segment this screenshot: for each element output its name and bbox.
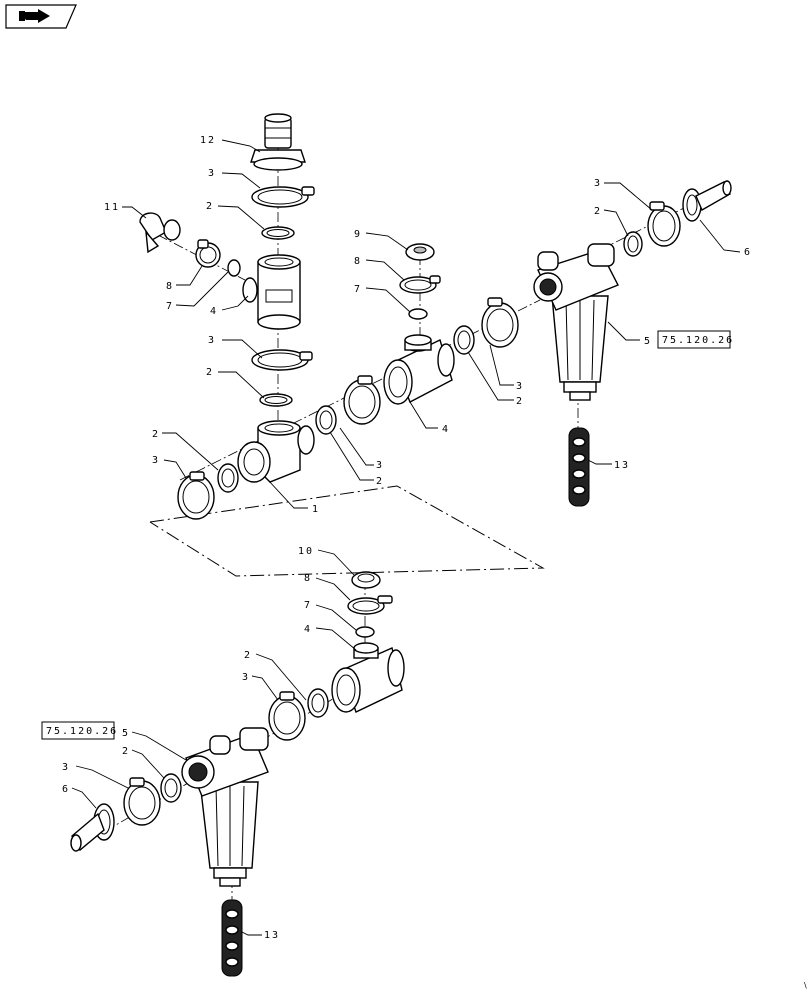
reference-label: 75.120.26 [662,335,734,346]
reference-box-right[interactable]: 75.120.26 [657,330,734,349]
callout-3: 3 [208,335,216,346]
part-4-cross-body-a [242,254,301,330]
callout-2: 2 [206,367,214,378]
part-10-plug [351,571,381,589]
part-7-oring-b [408,308,428,320]
callout-7: 7 [354,284,362,295]
leader-lines [71,139,741,936]
forward-arrow-icon[interactable] [5,4,77,29]
callout-10: 10 [298,546,314,557]
callout-7: 7 [166,301,174,312]
callout-6: 6 [744,247,752,258]
part-8-clamp-a [195,239,221,268]
callout-13: 13 [264,930,280,941]
part-3-clamp-e [481,297,519,348]
part-2-oring-g [307,688,329,718]
part-3-clamp-d [343,375,381,425]
part-3-clamp-a [251,186,315,208]
part-2-oring-b [259,393,293,407]
callout-4: 4 [210,306,218,317]
callout-2: 2 [206,201,214,212]
callout-7: 7 [304,600,312,611]
callout-3: 3 [62,762,70,773]
callout-3: 3 [594,178,602,189]
part-8-clamp-c [347,595,393,615]
part-3-clamp-f [647,201,681,247]
callout-12: 12 [200,135,216,146]
part-13-strainer-b [221,899,243,977]
corner-mark: \ [804,981,807,990]
callout-3: 3 [242,672,250,683]
part-4-tee-body-b [383,334,455,405]
callout-5: 5 [122,728,130,739]
part-6-hose-barb-a [682,180,732,222]
callout-3: 3 [376,460,384,471]
part-7-oring-c [355,626,375,638]
part-12-hose-barb [250,113,306,171]
callout-labels: 12 3 2 11 8 7 4 3 2 2 3 1 3 2 9 8 7 4 3 … [62,135,752,941]
part-4-tee-body-c [331,642,405,713]
callout-2: 2 [594,206,602,217]
callout-5: 5 [644,336,652,347]
callout-4: 4 [304,624,312,635]
callout-2: 2 [152,429,160,440]
part-5-filter-a [533,243,619,401]
callout-3: 3 [208,168,216,179]
part-13-strainer-a [568,427,590,507]
part-3-clamp-g [268,691,306,741]
callout-6: 6 [62,784,70,795]
callout-8: 8 [166,281,174,292]
callout-3: 3 [516,381,524,392]
part-2-oring-a [261,226,295,240]
callout-13: 13 [614,460,630,471]
callout-8: 8 [304,573,312,584]
part-5-filter-b [181,727,269,887]
part-3-clamp-c [177,471,215,520]
part-2-oring-e [453,325,475,355]
part-2-oring-d [315,405,337,435]
part-9-cap [405,243,435,261]
callout-4: 4 [442,424,450,435]
callout-8: 8 [354,256,362,267]
part-3-clamp-h [123,777,161,826]
callout-2: 2 [376,476,384,487]
part-2-oring-f [623,231,643,257]
reference-label: 75.120.26 [46,726,118,737]
part-11-elbow [139,212,181,254]
part-7-oring-a [227,259,241,277]
part-8-clamp-b [399,275,441,294]
callout-9: 9 [354,229,362,240]
part-2-oring-h [160,773,182,803]
callout-1: 1 [312,504,320,515]
part-1-tee-body [237,420,315,483]
part-6-hose-barb-b [70,803,115,852]
part-3-clamp-b [251,349,313,371]
part-2-oring-c [217,463,239,493]
callout-3: 3 [152,455,160,466]
callout-2: 2 [122,746,130,757]
callout-2: 2 [516,396,524,407]
callout-11: 11 [104,202,120,213]
callout-2: 2 [244,650,252,661]
reference-box-left[interactable]: 75.120.26 [41,721,118,740]
